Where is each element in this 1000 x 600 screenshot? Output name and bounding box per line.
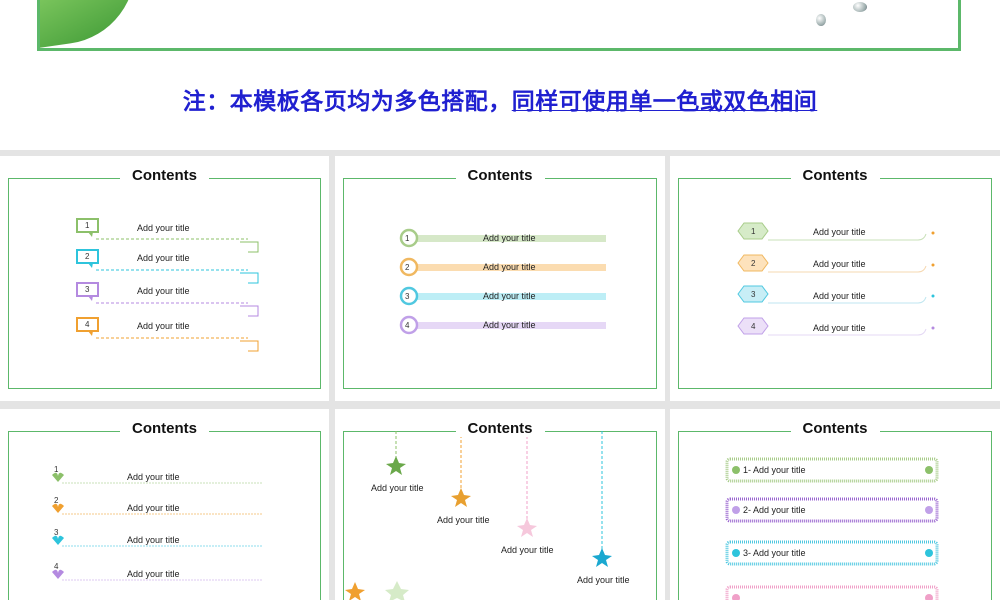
item-label: Add your title (577, 575, 630, 585)
item-label: Add your title (371, 483, 424, 493)
item-number: 2 (405, 263, 410, 272)
slide3-graphics (737, 222, 935, 336)
item-label: Add your title (137, 253, 190, 263)
note-text-1: 注：本模板各页均为多色搭配， (182, 89, 512, 115)
slide1-graphics (76, 218, 259, 352)
item-number: 4 (751, 322, 756, 331)
item-label: 2- Add your title (743, 505, 806, 515)
item-number: 1 (85, 221, 90, 230)
item-number: 3 (751, 290, 756, 299)
item-number: 1 (405, 234, 410, 243)
item-label: Add your title (137, 286, 190, 296)
slide5-graphics (345, 431, 612, 600)
slide-thumbnail-6[interactable]: Contents 1- Add your title 2- Add your t… (670, 409, 1000, 600)
slide-title: Contents (120, 420, 209, 437)
note-text-2: 同样可使用单一色或双色相间 (511, 89, 818, 115)
slide-thumbnail-4[interactable]: Contents 1 Add your title 2 Add your tit… (0, 409, 329, 600)
item-1-shape (76, 218, 259, 253)
item-label: Add your title (137, 223, 190, 233)
slide-thumbnail-1[interactable]: Contents 1 Add you (0, 156, 329, 401)
item-3-shape (76, 282, 259, 317)
item-label: Add your title (483, 291, 536, 301)
item-label: Add your title (813, 259, 866, 269)
item-label: Add your title (137, 321, 190, 331)
slide-title: Contents (120, 167, 209, 184)
slide6-graphics (725, 457, 939, 600)
slide-thumbnail-5[interactable]: Contents Add your title Add your title A… (335, 409, 665, 600)
item-label: Add your title (501, 545, 554, 555)
item-label: 3- Add your title (743, 548, 806, 558)
slide-thumbnail-3[interactable]: Contents 1 Add your title 2 Add your tit… (670, 156, 1000, 401)
slide-title: Contents (455, 167, 545, 184)
item-label: Add your title (483, 320, 536, 330)
item-label: Add your title (127, 503, 180, 513)
item-label: Add your title (127, 535, 180, 545)
item-number: 1 (54, 465, 59, 474)
item-label: Add your title (813, 227, 866, 237)
water-drops-image (808, 0, 888, 30)
item-number: 3 (405, 292, 410, 301)
item-number: 1 (751, 227, 756, 236)
leaf-image (40, 0, 145, 48)
item-label: Add your title (483, 233, 536, 243)
item-number: 2 (751, 259, 756, 268)
slide-title: Contents (790, 420, 880, 437)
slide-thumbnail-2[interactable]: Contents 1 Add your title 2 Add your tit… (335, 156, 665, 401)
slide-title: Contents (790, 167, 880, 184)
preview-banner: 注：本模板各页均为多色搭配，同样可使用单一色或双色相间 (0, 0, 1000, 150)
slide4-graphics (52, 472, 262, 581)
item-number: 3 (85, 285, 90, 294)
banner-frame (37, 0, 961, 51)
slide-thumbnail-grid: Contents 1 Add you (0, 150, 1000, 600)
item-number: 4 (85, 320, 90, 329)
item-label: Add your title (437, 515, 490, 525)
item-label: Add your title (127, 472, 180, 482)
item-number: 2 (85, 252, 90, 261)
item-label: 1- Add your title (743, 465, 806, 475)
item-label: Add your title (813, 291, 866, 301)
item-4-shape (76, 317, 259, 352)
item-number: 3 (54, 528, 59, 537)
item-2-shape (76, 249, 259, 284)
item-number: 4 (54, 562, 59, 571)
slide2-graphics (399, 228, 606, 335)
item-number: 2 (54, 496, 59, 505)
item-label: Add your title (127, 569, 180, 579)
item-number: 4 (405, 321, 410, 330)
item-label: Add your title (813, 323, 866, 333)
item-label: Add your title (483, 262, 536, 272)
slide-title: Contents (455, 420, 545, 437)
template-note: 注：本模板各页均为多色搭配，同样可使用单一色或双色相间 (0, 82, 1000, 116)
